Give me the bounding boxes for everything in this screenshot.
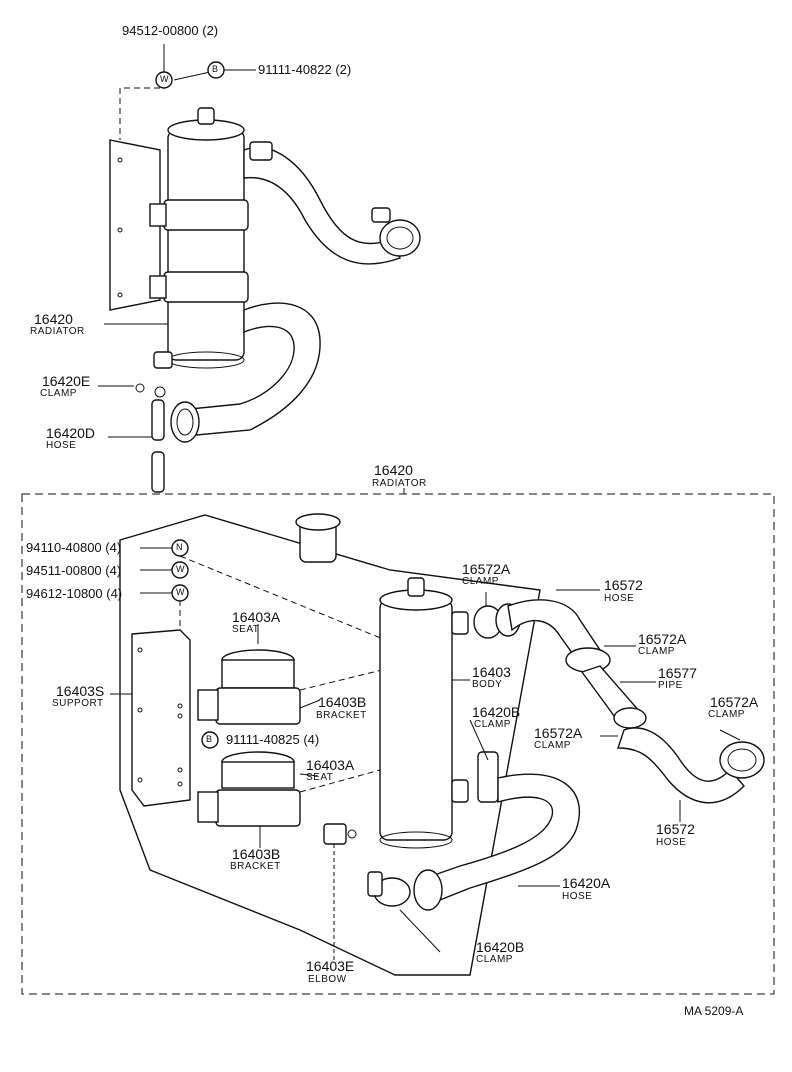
washer-symbol-w-2: W	[176, 564, 185, 574]
nut-symbol-n: N	[176, 542, 183, 552]
bottom-hardware-symbols	[171, 539, 219, 749]
label-16577: 16577	[658, 665, 697, 681]
label-16420d: 16420D	[46, 425, 96, 441]
label-hose-16572-lower: HOSE	[656, 837, 687, 848]
label-91111-40822: 91111-40822 (2)	[258, 62, 352, 77]
label-16403b-upper: 16403B	[318, 694, 367, 710]
bolt-symbol-b-2: B	[206, 734, 213, 744]
label-16572a-3: 16572A	[534, 725, 583, 741]
label-hose-16572-upper: HOSE	[604, 593, 635, 604]
label-16420b-lower: 16420B	[476, 939, 525, 955]
label-94110-40800: 94110-40800 (4)	[26, 540, 122, 555]
label-support: SUPPORT	[52, 698, 104, 709]
label-16572a-4: 16572A	[710, 694, 759, 710]
top-assembly-drawing	[98, 44, 421, 493]
label-16403s: 16403S	[56, 683, 105, 699]
label-16403b-lower: 16403B	[232, 846, 281, 862]
radiator-assembly-frame	[21, 488, 775, 995]
label-clamp-16572a-2: CLAMP	[638, 646, 675, 657]
label-elbow: ELBOW	[308, 974, 347, 985]
label-radiator-top: RADIATOR	[30, 326, 85, 337]
label-seat-upper: SEAT	[232, 624, 260, 635]
label-seat-lower: SEAT	[306, 772, 334, 783]
label-16403e: 16403E	[306, 958, 355, 974]
label-clamp-16572a-3: CLAMP	[534, 740, 571, 751]
label-91111-40825: 91111-40825 (4)	[226, 732, 320, 747]
label-94612-10800: 94612-10800 (4)	[26, 586, 123, 601]
label-16572-lower: 16572	[656, 821, 695, 837]
label-hose-16420a: HOSE	[562, 891, 593, 902]
label-clamp-16420e: CLAMP	[40, 388, 77, 399]
label-pipe: PIPE	[658, 680, 683, 691]
label-radiator-header: RADIATOR	[372, 478, 427, 489]
label-16403a-lower: 16403A	[306, 757, 355, 773]
washer-symbol-w-3: W	[176, 587, 185, 597]
diagram-code: MA 5209-A	[684, 1004, 744, 1018]
washer-symbol-w: W	[160, 74, 169, 84]
label-16420e: 16420E	[42, 373, 91, 389]
label-clamp-16572a-4: CLAMP	[708, 709, 745, 720]
label-16403-body: 16403	[472, 664, 511, 680]
label-16572a-2: 16572A	[638, 631, 687, 647]
top-hardware-symbols	[155, 61, 225, 89]
label-16420b-upper: 16420B	[472, 704, 521, 720]
label-16572-upper: 16572	[604, 577, 643, 593]
label-94512-00800: 94512-00800 (2)	[122, 23, 219, 38]
label-clamp-16420b-upper: CLAMP	[474, 719, 511, 730]
label-bracket-upper: BRACKET	[316, 710, 367, 721]
label-hose-16420d: HOSE	[46, 440, 77, 451]
label-clamp-16420b-lower: CLAMP	[476, 954, 513, 965]
label-16572a-1: 16572A	[462, 561, 511, 577]
bolt-symbol-b: B	[212, 64, 219, 74]
label-94511-00800: 94511-00800 (4)	[26, 563, 122, 578]
label-16403a-upper: 16403A	[232, 609, 281, 625]
bottom-assembly-drawing	[110, 513, 765, 976]
label-bracket-lower: BRACKET	[230, 861, 281, 872]
label-16420-header: 16420	[374, 462, 413, 478]
label-16420-top: 16420	[34, 311, 73, 327]
label-16420a: 16420A	[562, 875, 611, 891]
label-body: BODY	[472, 679, 503, 690]
label-clamp-16572a-1: CLAMP	[462, 576, 499, 587]
